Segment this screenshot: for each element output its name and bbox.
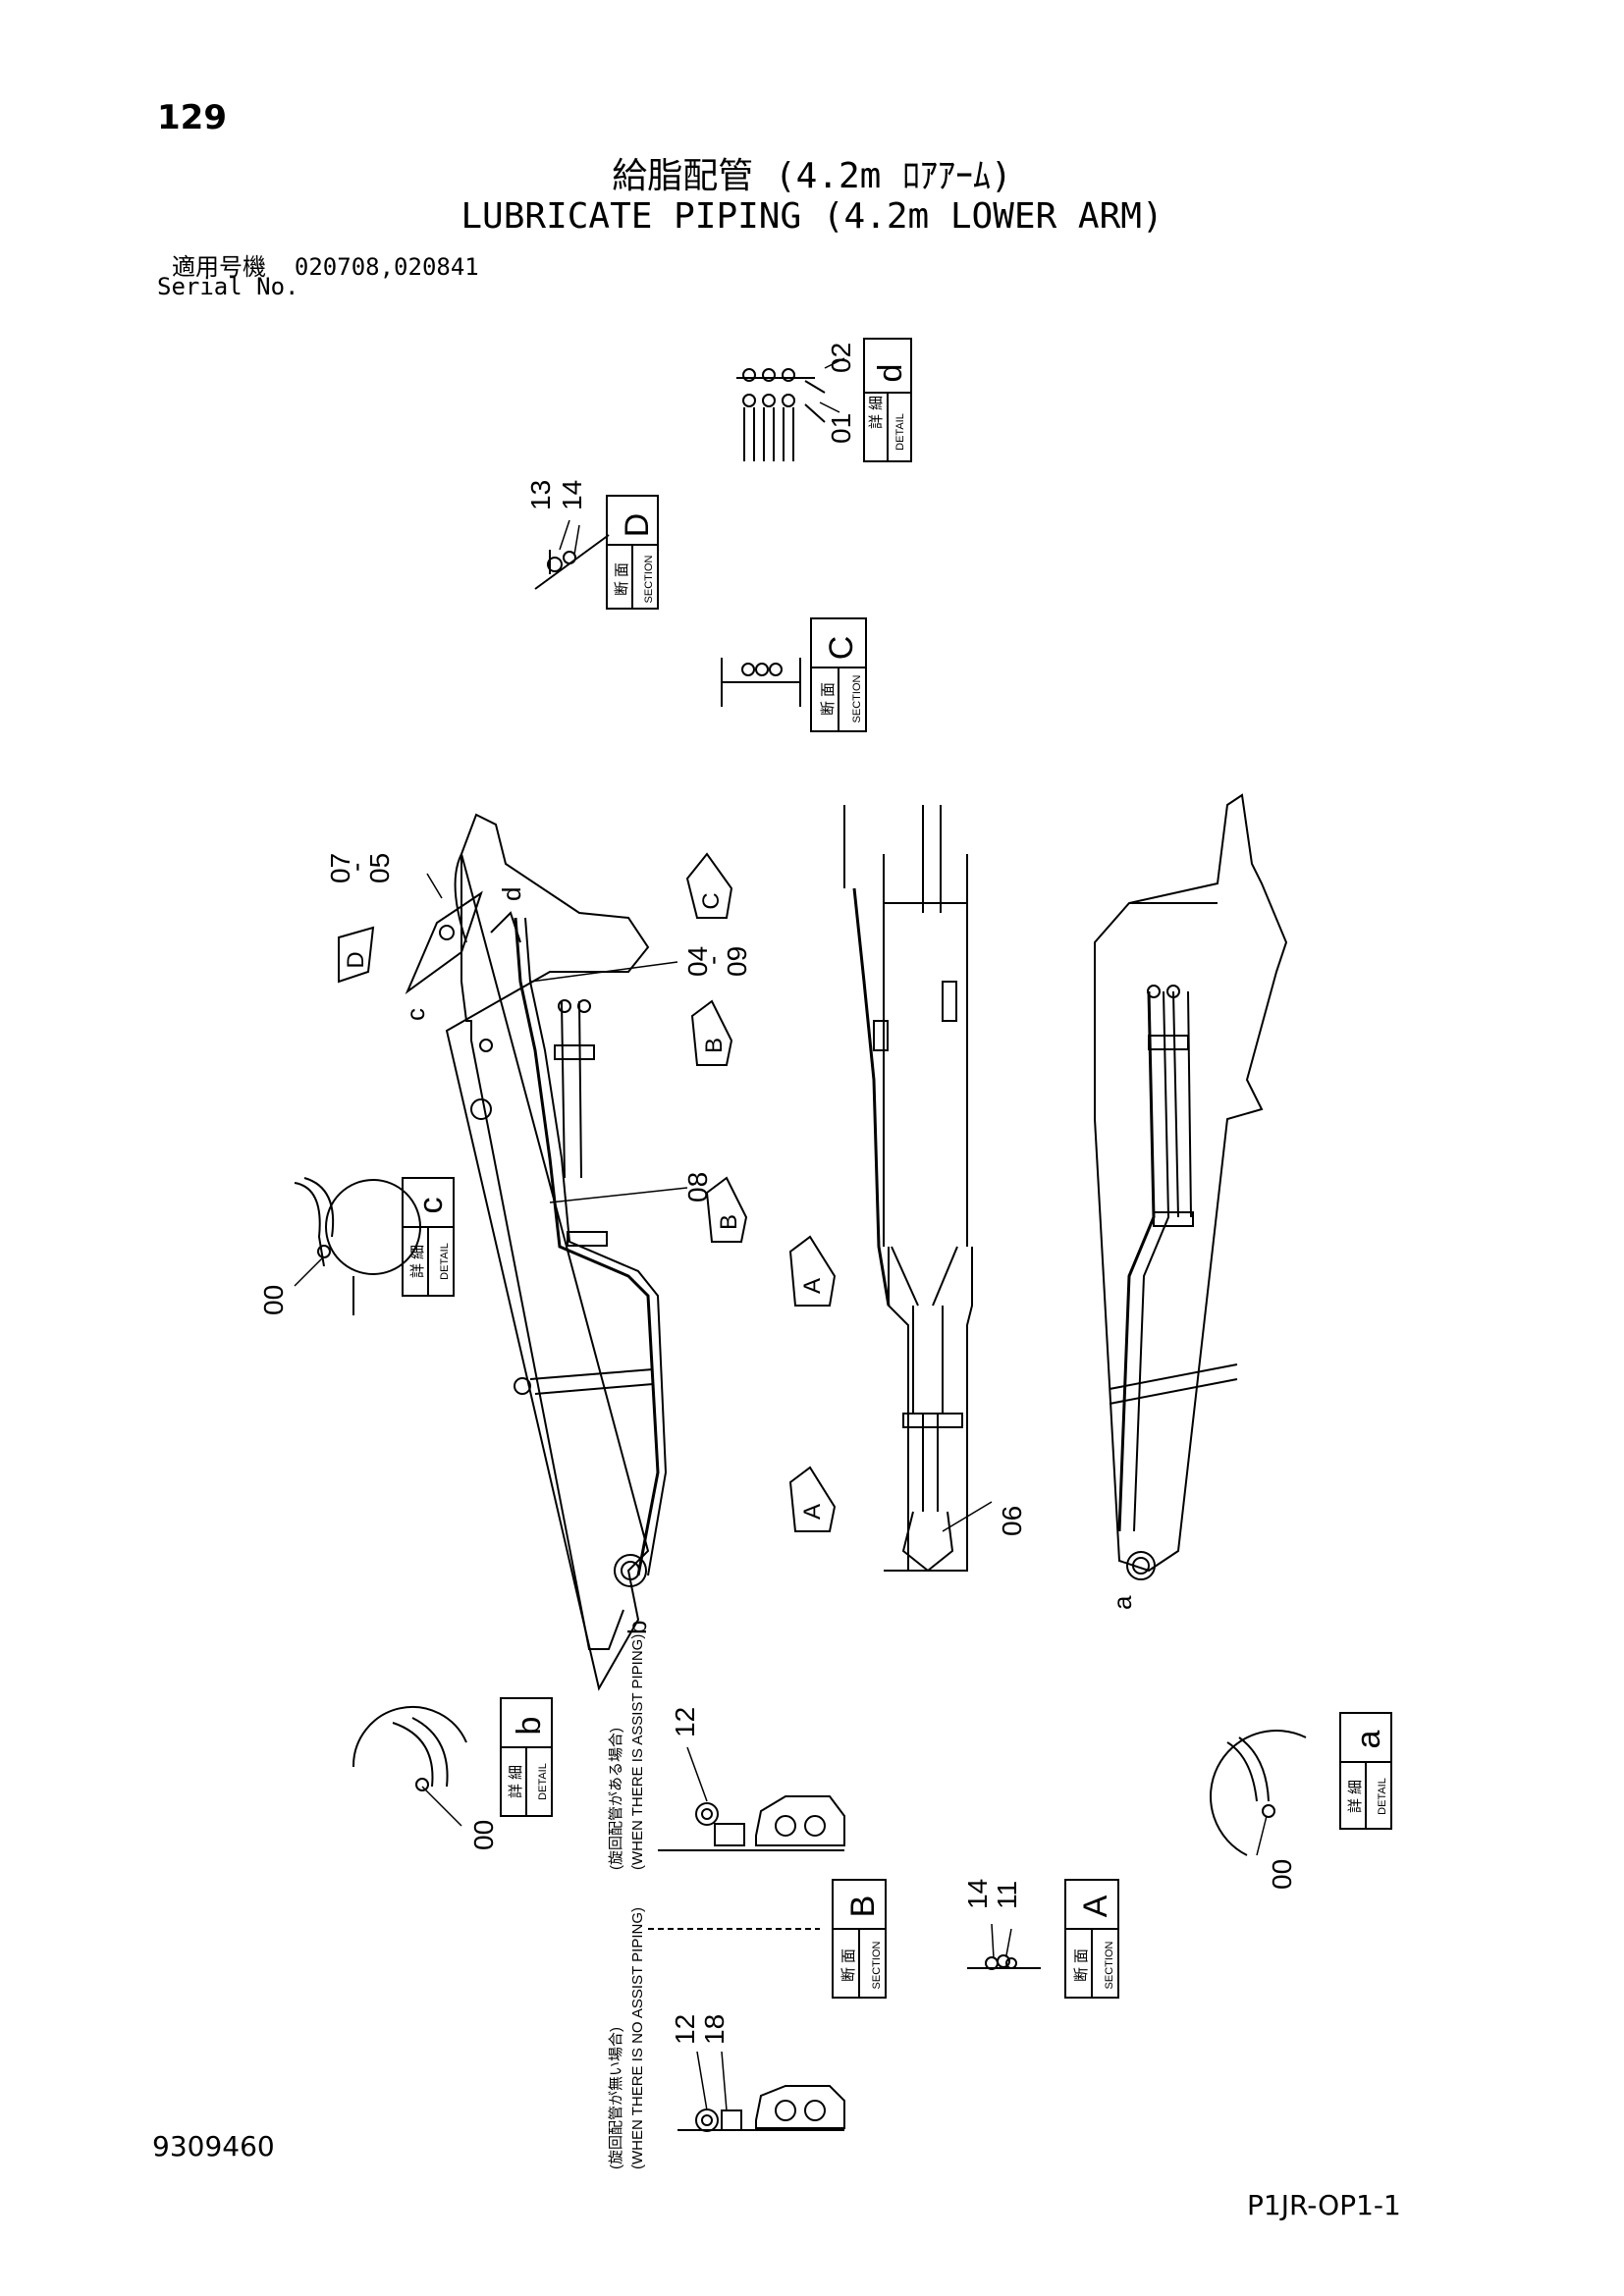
- detail-c-sketch: [294, 1177, 421, 1315]
- detail-c-caption: DETAIL: [439, 1243, 451, 1280]
- detail-a-sketch: [1209, 1729, 1307, 1856]
- point-a: a: [1108, 1595, 1137, 1610]
- serial-row: 適用号機 020708,020841: [172, 247, 479, 282]
- part-05: 05: [364, 853, 395, 883]
- detail-c-letter: c: [412, 1198, 450, 1214]
- section-arrows: [338, 852, 837, 1532]
- section-a-letter: A: [1077, 1895, 1114, 1917]
- part-08: 08: [682, 1172, 713, 1202]
- section-b-caption: SECTION: [871, 1942, 883, 1990]
- point-b: b: [623, 1621, 652, 1634]
- section-d-letter: D: [619, 513, 656, 538]
- detail-d-caption: DETAIL: [894, 413, 906, 451]
- section-b-jp: 断面: [840, 1949, 857, 1982]
- part-12-lower: 12: [670, 2014, 700, 2045]
- part-14-bottom: 14: [962, 1879, 993, 1909]
- arrow-a1-letter: A: [799, 1278, 826, 1294]
- title-english: LUBRICATE PIPING (4.2m LOWER ARM): [460, 196, 1164, 237]
- section-c-caption: SECTION: [851, 675, 863, 723]
- point-d: d: [497, 887, 526, 901]
- arrow-b1-letter: B: [701, 1038, 728, 1053]
- part-14-top: 14: [557, 480, 587, 510]
- section-d-sketch: [534, 534, 610, 590]
- detail-a-jp: 詳細: [1347, 1780, 1364, 1813]
- part-07-dash: -: [341, 863, 371, 872]
- detail-c-jp: 詳細: [409, 1245, 426, 1278]
- part-04: 04: [682, 946, 713, 977]
- note-no-assist-en: (WHEN THERE IS NO ASSIST PIPING): [629, 1907, 646, 2169]
- arrow-c-letter: C: [698, 892, 725, 909]
- detail-d-jp: 詳細: [868, 396, 885, 429]
- serial-label-en: Serial No.: [157, 273, 299, 300]
- part-07: 07: [325, 853, 355, 883]
- leader-lines: [294, 357, 1268, 2111]
- part-04-dash: -: [697, 956, 728, 965]
- note-assist-jp: (旋回配管がある場合): [608, 1728, 624, 1870]
- part-13: 13: [525, 480, 556, 510]
- part-11: 11: [992, 1881, 1022, 1909]
- section-a-sketch: [967, 1954, 1041, 1970]
- part-18: 18: [699, 2014, 730, 2045]
- title-japanese: 給脂配管 (4.2m ﾛｱｱｰﾑ): [612, 156, 1012, 196]
- part-01: 01: [826, 413, 856, 444]
- arrow-a2-letter: A: [799, 1504, 826, 1520]
- lower-arm-top-view: [843, 805, 973, 1573]
- document-number: 9309460: [152, 2130, 275, 2163]
- section-c-letter: C: [823, 636, 860, 661]
- note-assist-en: (WHEN THERE IS ASSIST PIPING): [629, 1634, 646, 1870]
- arrow-d-letter: D: [343, 951, 369, 968]
- section-d-caption: SECTION: [643, 556, 655, 604]
- section-a-caption: SECTION: [1104, 1942, 1115, 1990]
- section-c-jp: 断面: [820, 682, 837, 716]
- lower-arm-side-view: [405, 813, 668, 1691]
- part-12-upper: 12: [670, 1707, 700, 1737]
- detail-b-sketch: [352, 1705, 467, 1791]
- section-a-jp: 断面: [1073, 1949, 1090, 1982]
- note-no-assist-jp: (旋回配管が無い場合): [608, 2027, 624, 2169]
- detail-b-caption: DETAIL: [537, 1763, 549, 1800]
- section-b-letter: B: [844, 1896, 882, 1918]
- serial-numbers: 020708,020841: [294, 253, 479, 281]
- detail-a-caption: DETAIL: [1377, 1778, 1388, 1815]
- section-b-sketch-assist: [658, 1795, 845, 1851]
- lower-arm-side-view-right: [1094, 793, 1288, 1580]
- page-code: P1JR-OP1-1: [1247, 2189, 1401, 2221]
- detail-b-jp: 詳細: [508, 1765, 524, 1798]
- arrow-b2-letter: B: [716, 1214, 742, 1230]
- detail-b-letter: b: [511, 1717, 548, 1735]
- part-02: 02: [826, 343, 856, 373]
- section-c-sketch: [721, 658, 801, 707]
- page-number: 129: [157, 98, 227, 137]
- part-09: 09: [722, 946, 752, 977]
- section-b-sketch-no-assist: [677, 2085, 845, 2132]
- part-00-b: 00: [468, 1820, 499, 1850]
- detail-d-sketch: [736, 368, 826, 461]
- section-d-jp: 断面: [614, 562, 630, 596]
- part-00-a: 00: [1267, 1859, 1297, 1890]
- part-06: 06: [997, 1506, 1027, 1536]
- serial-label-jp: 適用号機: [172, 253, 266, 281]
- detail-d-letter: d: [872, 364, 909, 383]
- point-c: c: [401, 1008, 430, 1021]
- detail-a-letter: a: [1350, 1730, 1387, 1748]
- part-00-c: 00: [258, 1285, 289, 1315]
